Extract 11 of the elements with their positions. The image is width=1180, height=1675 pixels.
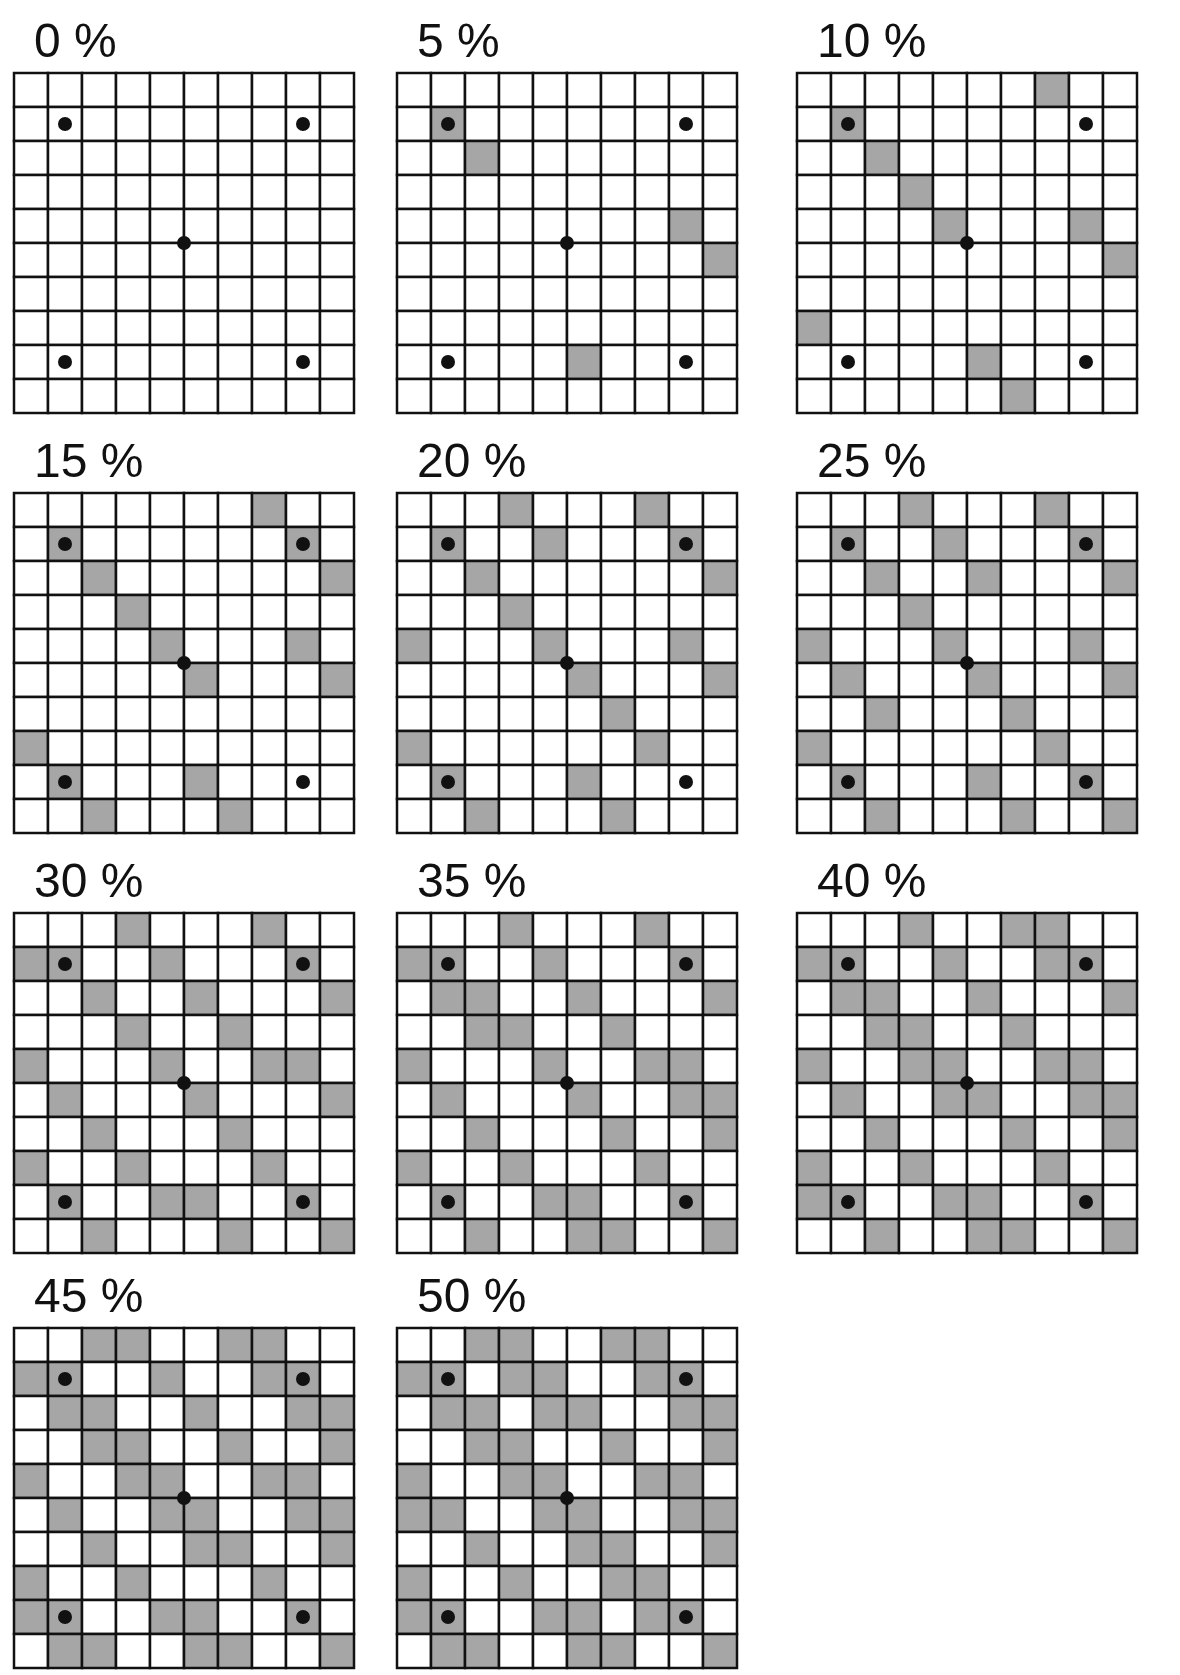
percent-label: 45 % <box>34 1270 144 1322</box>
percent-label: 15 % <box>34 435 144 487</box>
percent-label: 20 % <box>417 435 527 487</box>
percent-label: 30 % <box>34 855 144 907</box>
percent-label: 10 % <box>817 15 927 67</box>
percent-label: 35 % <box>417 855 527 907</box>
percent-label: 50 % <box>417 1270 527 1322</box>
percent-label: 25 % <box>817 435 927 487</box>
percent-label: 5 % <box>417 15 500 67</box>
percent-label: 40 % <box>817 855 927 907</box>
percent-label: 0 % <box>34 15 117 67</box>
